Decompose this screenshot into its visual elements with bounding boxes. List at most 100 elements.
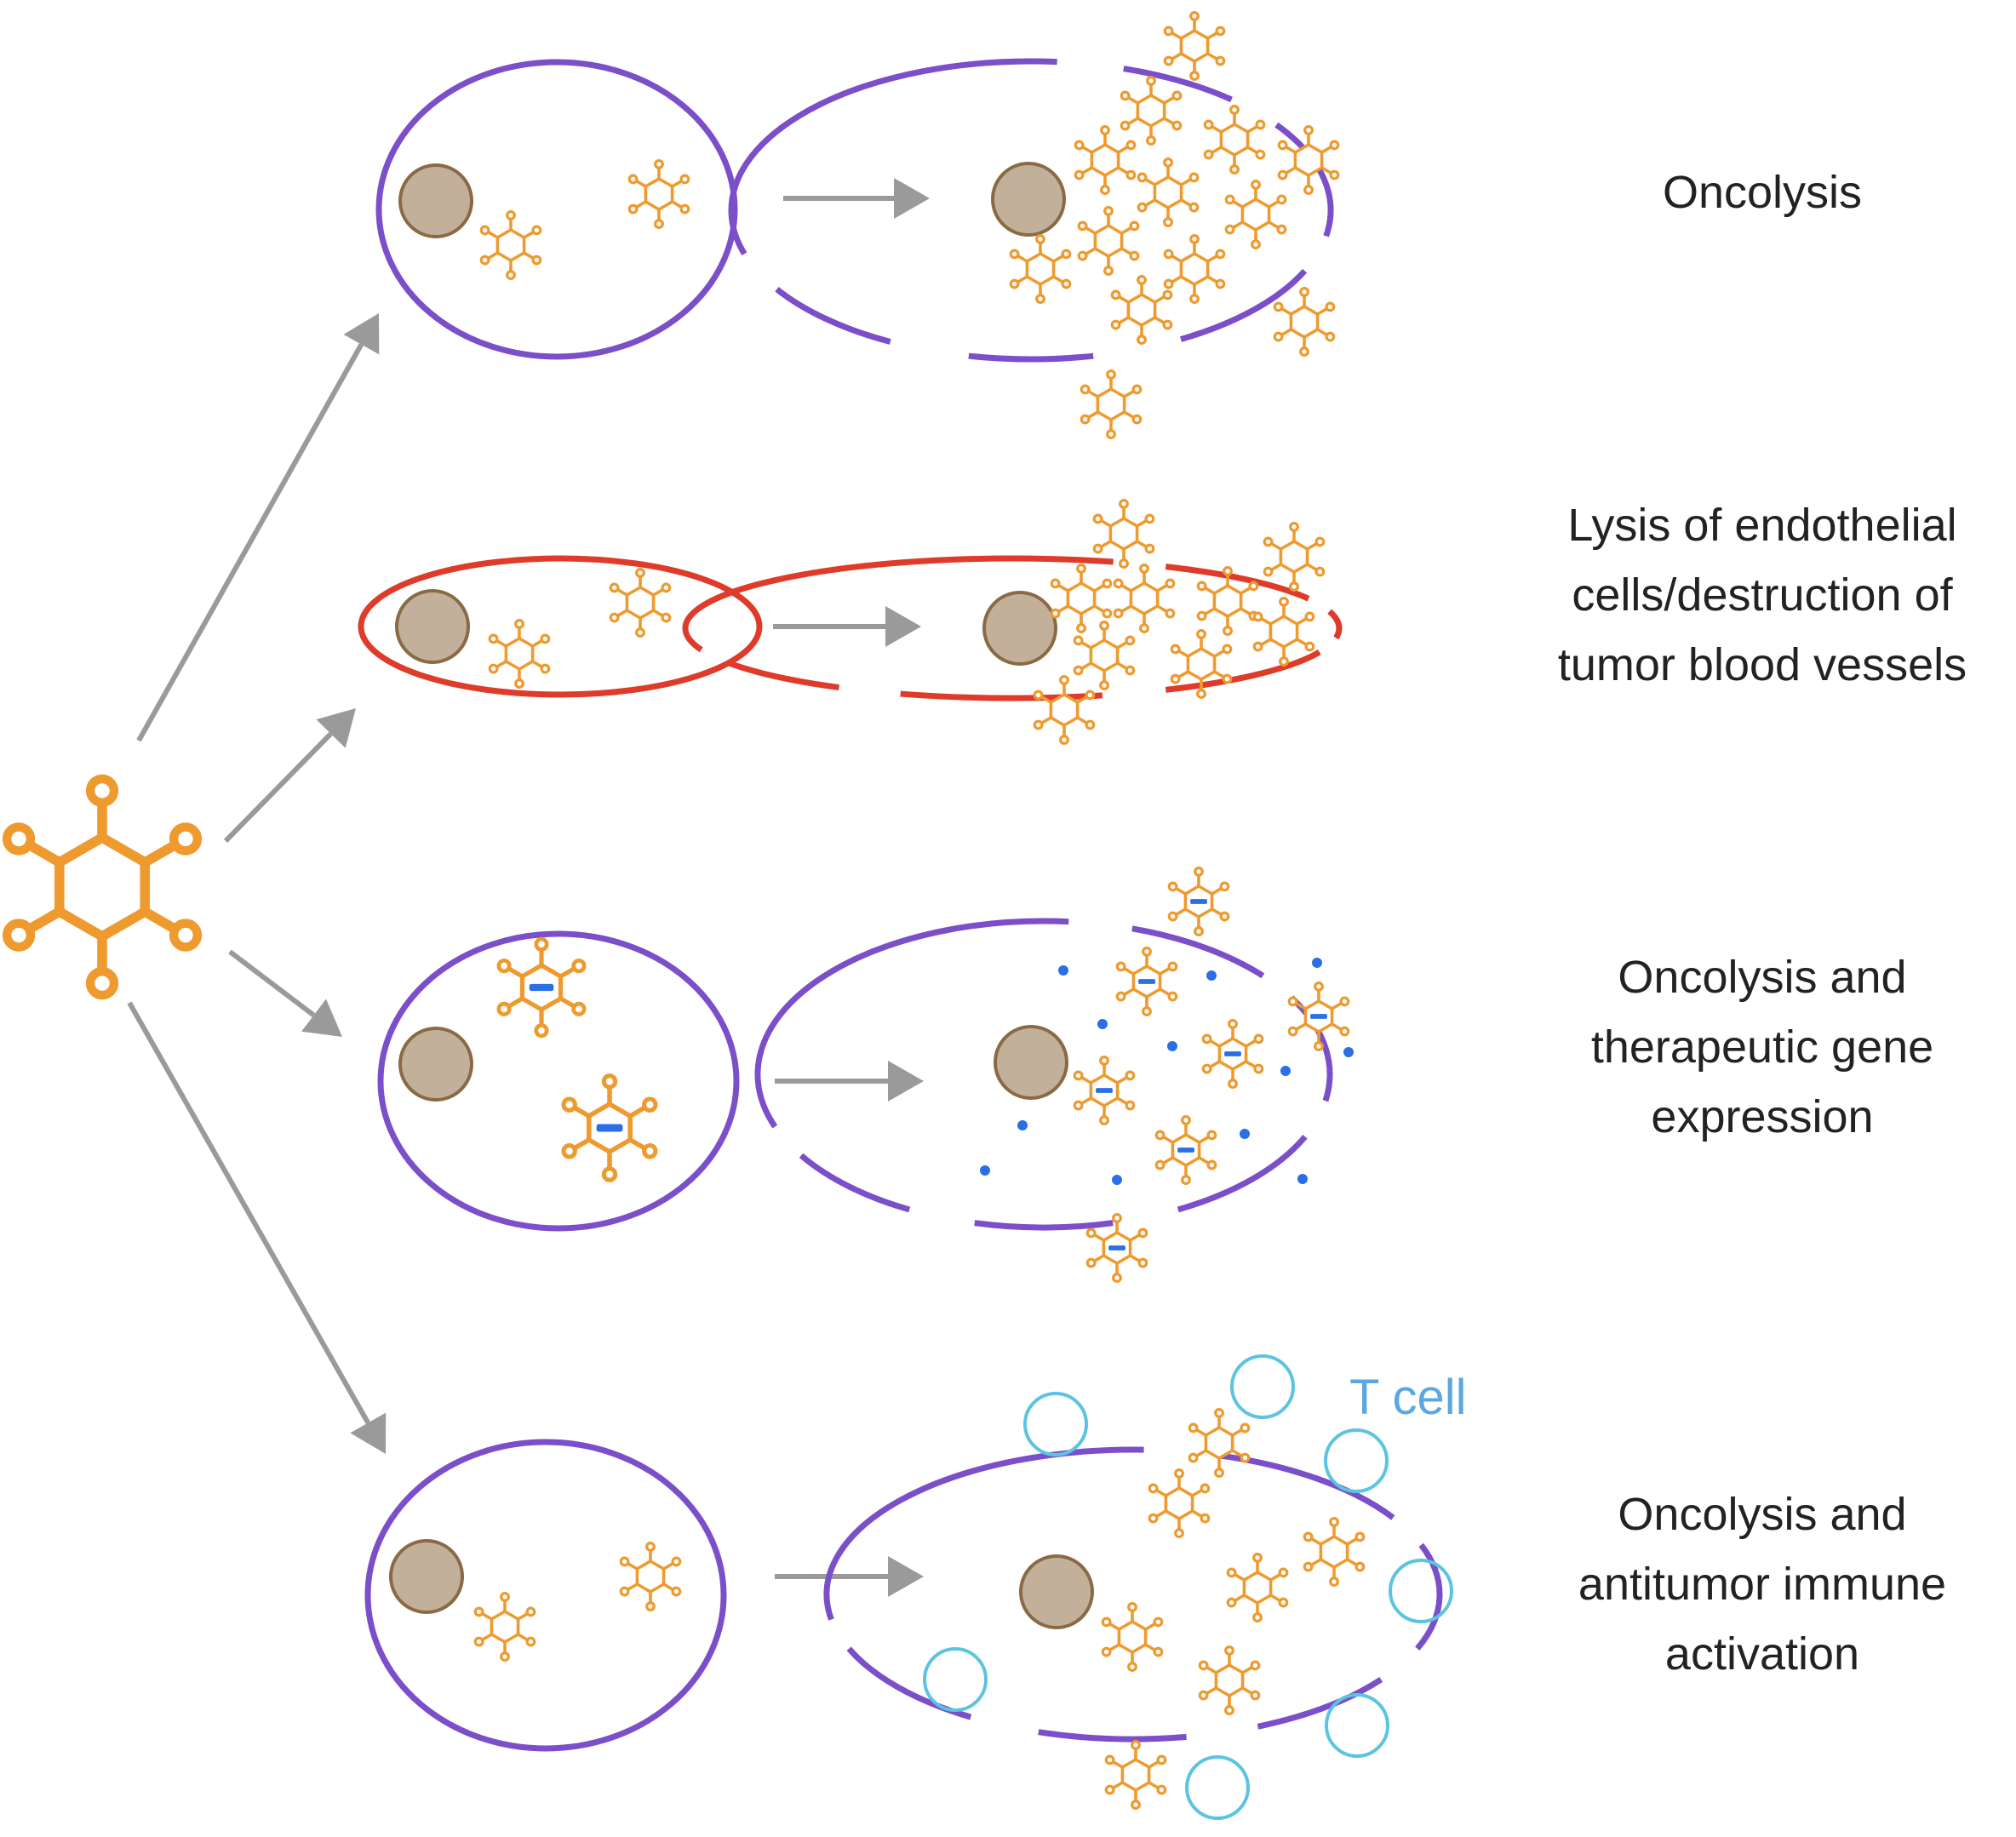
virus-spike: [1171, 255, 1183, 263]
virus-knob: [1214, 1407, 1224, 1418]
virus-spike: [1177, 650, 1189, 658]
virus-icon: [1163, 10, 1226, 82]
oncolytic-virus-icon: [2, 774, 203, 1000]
virus-spike: [1159, 987, 1171, 996]
virus-spike: [652, 588, 664, 597]
virus-knob: [1165, 608, 1176, 619]
virus-knob: [525, 1606, 536, 1617]
virus-spike: [1231, 1449, 1243, 1457]
virus-knob: [1131, 1739, 1141, 1750]
virus-knob: [1101, 1646, 1112, 1657]
label-line: antitumor immune: [1578, 1559, 1947, 1610]
virus-icon: [1110, 274, 1173, 346]
virus-knob: [2, 822, 36, 856]
virus-knob: [661, 612, 672, 623]
virus-knob: [1085, 719, 1096, 730]
virus-spike: [1120, 584, 1132, 592]
virus-knob: [1329, 140, 1340, 151]
virus-spike: [1085, 247, 1097, 255]
virus-knob: [1144, 513, 1155, 524]
virus-knob: [1277, 169, 1288, 180]
virus-knob: [1188, 1422, 1199, 1434]
gene-product-dot: [1343, 1047, 1354, 1057]
virus-knob: [1189, 233, 1200, 244]
virus-spike: [517, 1612, 529, 1621]
virus-spike: [1076, 716, 1088, 724]
virus-spike: [1231, 1428, 1243, 1437]
virus-knob: [1273, 301, 1284, 312]
virus-capsid: [495, 228, 526, 262]
membrane-fragment: [1131, 925, 1265, 979]
virus-spike: [1171, 275, 1183, 283]
virus-knob: [1289, 581, 1299, 592]
virus-knob: [1131, 414, 1143, 425]
virus-knob: [1228, 1018, 1238, 1029]
label-line: expression: [1651, 1091, 1874, 1142]
label-immune-activation: Oncolysis and antitumor immune activatio…: [1507, 1479, 2016, 1689]
virus-knob: [1194, 866, 1204, 877]
virus-knob: [1240, 1452, 1251, 1463]
virus-icon: [1120, 75, 1183, 146]
virus-knob: [1148, 1513, 1159, 1524]
virus-spike: [1155, 1489, 1167, 1497]
virus-spike: [1017, 275, 1028, 283]
virus-capsid: [644, 177, 674, 211]
virus-knob: [1170, 673, 1181, 684]
virus-spike: [1080, 641, 1092, 650]
virus-knob: [1222, 644, 1233, 655]
virus-knob: [1059, 674, 1069, 685]
arrow: [783, 178, 930, 219]
virus-capsid: [1269, 615, 1299, 649]
label-line: cells/destruction of: [1572, 569, 1953, 621]
membrane-fragment: [1177, 1134, 1308, 1213]
tumor-cell-membrane: [375, 59, 738, 360]
virus-icon: [1277, 124, 1340, 196]
virus-knob: [645, 1541, 656, 1552]
virus-spike: [1081, 146, 1093, 154]
virus-spike: [507, 966, 524, 979]
virus-knob: [1174, 1468, 1184, 1479]
virus-knob: [1106, 369, 1116, 380]
virus-icon: [1252, 596, 1315, 667]
virus-knob: [1050, 578, 1061, 589]
virus-knob: [1106, 429, 1116, 440]
virus-knob: [1163, 278, 1174, 289]
virus-spike: [1144, 1643, 1156, 1651]
virus-knob: [1354, 1531, 1366, 1542]
virus-knob: [1219, 881, 1230, 892]
t-cell: [1230, 1354, 1295, 1419]
virus-icon: [1188, 1407, 1251, 1479]
virus-knob: [1201, 1063, 1212, 1074]
arrow: [773, 606, 921, 647]
virus-capsid: [635, 1559, 666, 1594]
virus-knob: [1033, 719, 1044, 730]
virus-spike: [1213, 670, 1225, 678]
virus-knob: [1189, 294, 1200, 305]
virus-spike: [1127, 96, 1139, 105]
virus-spike: [1123, 987, 1135, 996]
virus-icon: [1226, 1552, 1289, 1623]
virus-knob: [609, 612, 620, 623]
virus-spike: [1112, 1760, 1124, 1769]
virus-knob: [1035, 294, 1045, 305]
virus-spike: [1191, 1489, 1203, 1497]
virus-knob: [1104, 1784, 1115, 1795]
virus-spike: [1211, 146, 1223, 154]
virus-knob: [1354, 1561, 1366, 1572]
transgene-mark: [596, 1124, 623, 1132]
virus-icon: [619, 1541, 682, 1612]
virus-spike: [1080, 1076, 1092, 1084]
virus-knob: [1125, 1100, 1136, 1111]
virus-knob: [1131, 384, 1143, 395]
virus-knob: [1113, 608, 1124, 619]
virus-knob: [496, 1001, 512, 1016]
virus-knob: [1137, 335, 1147, 346]
virus-icon: [1137, 157, 1200, 228]
label-oncolysis: Oncolysis: [1507, 157, 2016, 227]
label-therapeutic-gene: Oncolysis and therapeutic gene expressio…: [1507, 942, 2016, 1152]
virus-knob: [1137, 172, 1148, 183]
virus-spike: [662, 1582, 674, 1591]
virus-spike: [1195, 1428, 1207, 1437]
virus-spike: [1240, 587, 1251, 595]
virus-spike: [627, 1562, 639, 1571]
